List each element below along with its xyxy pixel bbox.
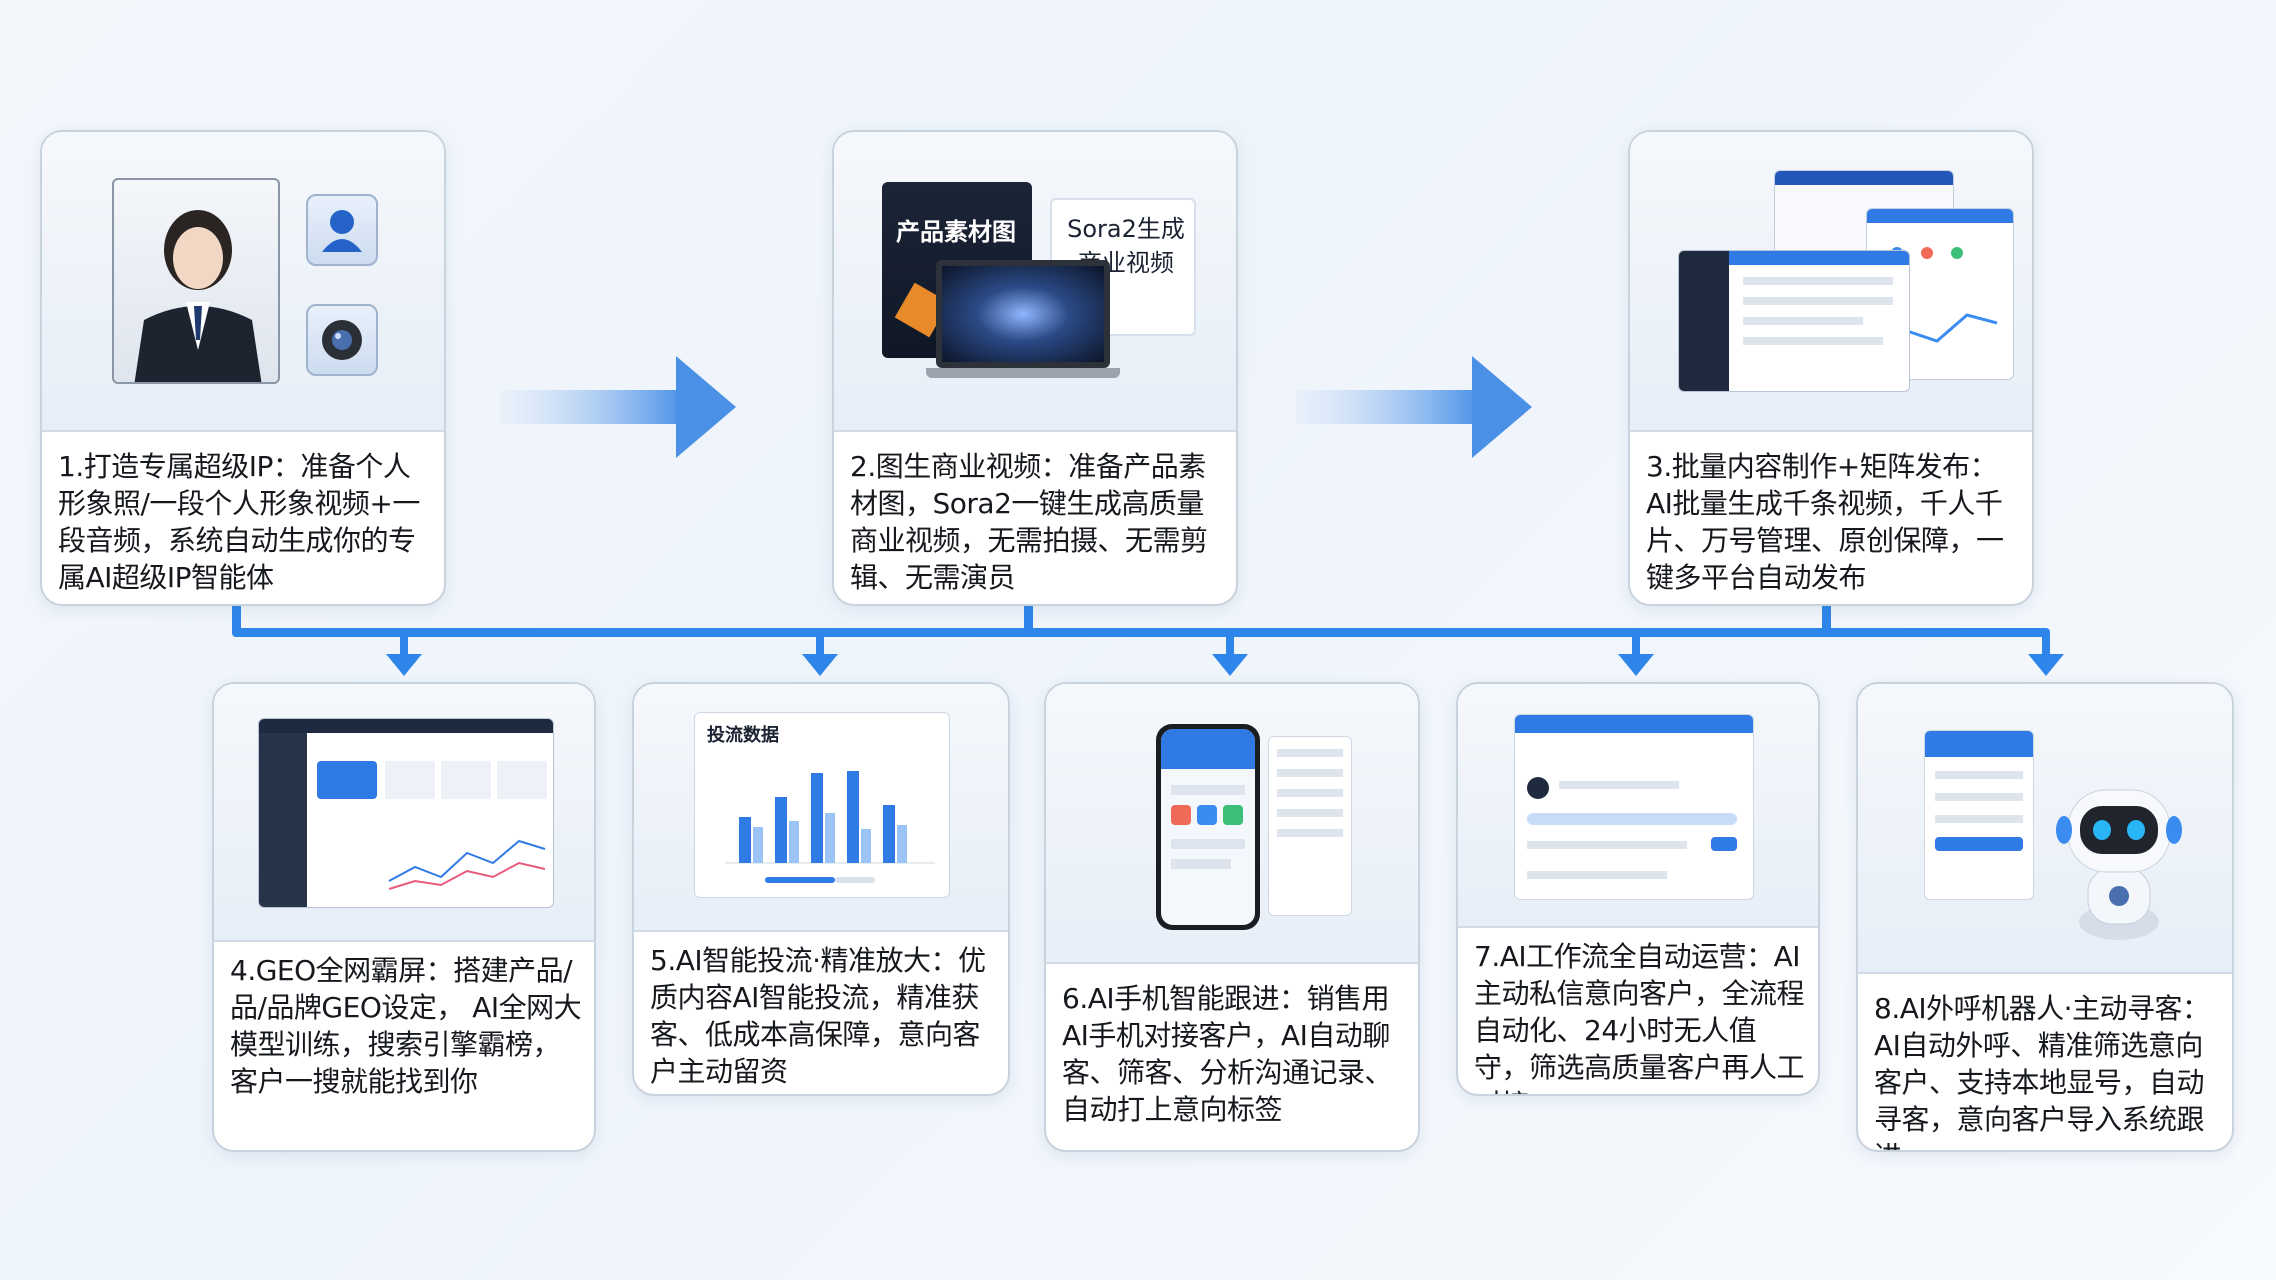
workflow-chat-window xyxy=(1514,714,1754,900)
step-6-text: 6.AI手机智能跟进：销售用AI手机对接客户，AI自动聊客、筛客、分析沟通记录、… xyxy=(1062,982,1393,1126)
geo-dashboard xyxy=(258,718,554,908)
step-card-4: 4.GEO全网霸屏：搭建产品/品/品牌GEO设定， AI全网大模型训练，搜索引擎… xyxy=(212,682,596,1152)
ad-data-chart-panel: 投流数据 xyxy=(694,712,950,898)
right-arrow-icon xyxy=(1296,356,1532,458)
step-7-text: 7.AI工作流全自动运营：AI主动私信意向客户，全流程自动化、24小时无人值守，… xyxy=(1474,940,1805,1094)
avatar-icon xyxy=(306,194,378,266)
camera-icon xyxy=(306,304,378,376)
portrait-photo xyxy=(112,178,280,384)
step-1-illustration xyxy=(42,132,444,432)
step-card-5: 投流数据 5.AI智能投流·精准放大：优质内容AI智能投流，精准获客、低成本高保… xyxy=(632,682,1010,1096)
step-card-6: 6.AI手机智能跟进：销售用AI手机对接客户，AI自动聊客、筛客、分析沟通记录、… xyxy=(1044,682,1420,1152)
outbound-call-phone-screen xyxy=(1924,730,2034,900)
down-arrow-icon xyxy=(386,634,422,676)
step-8-illustration xyxy=(1858,684,2232,974)
step-card-8: 8.AI外呼机器人·主动寻客：AI自动外呼、精准筛选意向客户、支持本地显号，自动… xyxy=(1856,682,2234,1152)
connector-drop-card1 xyxy=(232,604,241,634)
laptop xyxy=(926,260,1120,382)
step-3-illustration xyxy=(1630,132,2032,432)
connector-horizontal xyxy=(232,628,2050,637)
step-2-illustration: 产品素材图 Sora2生成商业视频 xyxy=(834,132,1236,432)
step-5-illustration: 投流数据 xyxy=(634,684,1008,932)
dashboard-screen-front xyxy=(1678,250,1910,392)
step-6-illustration xyxy=(1046,684,1418,964)
step-1-text: 1.打造专属超级IP：准备个人形象照/一段个人形象视频+一段音频，系统自动生成你… xyxy=(58,450,420,594)
step-4-illustration xyxy=(214,684,594,942)
robot-icon xyxy=(2056,789,2182,940)
product-image-label: 产品素材图 xyxy=(896,218,1016,246)
right-arrow-icon xyxy=(500,356,736,458)
smartphone xyxy=(1156,724,1260,930)
connector-drop-card3 xyxy=(1822,604,1831,634)
chat-list-panel xyxy=(1268,736,1352,916)
step-4-text: 4.GEO全网霸屏：搭建产品/品/品牌GEO设定， AI全网大模型训练，搜索引擎… xyxy=(230,954,582,1098)
step-3-text: 3.批量内容制作+矩阵发布：AI批量生成千条视频，千人千片、万号管理、原创保障，… xyxy=(1646,450,2004,594)
down-arrow-icon xyxy=(2028,634,2064,676)
step-8-text: 8.AI外呼机器人·主动寻客：AI自动外呼、精准筛选意向客户、支持本地显号，自动… xyxy=(1874,992,2210,1150)
step-5-text: 5.AI智能投流·精准放大：优质内容AI智能投流，精准获客、低成本高保障，意向客… xyxy=(650,944,986,1088)
down-arrow-icon xyxy=(1212,634,1248,676)
step-2-text: 2.图生商业视频：准备产品素材图，Sora2一键生成高质量商业视频，无需拍摄、无… xyxy=(850,450,1208,594)
ad-data-title: 投流数据 xyxy=(707,725,779,746)
down-arrow-icon xyxy=(1618,634,1654,676)
step-card-7: 7.AI工作流全自动运营：AI主动私信意向客户，全流程自动化、24小时无人值守，… xyxy=(1456,682,1820,1096)
step-7-illustration xyxy=(1458,684,1818,928)
down-arrow-icon xyxy=(802,634,838,676)
step-card-3: 3.批量内容制作+矩阵发布：AI批量生成千条视频，千人千片、万号管理、原创保障，… xyxy=(1628,130,2034,606)
connector-drop-card2 xyxy=(1024,604,1033,634)
step-card-1: 1.打造专属超级IP：准备个人形象照/一段个人形象视频+一段音频，系统自动生成你… xyxy=(40,130,446,606)
step-card-2: 产品素材图 Sora2生成商业视频 2.图生商业视频：准备产品素材图，Sora2… xyxy=(832,130,1238,606)
